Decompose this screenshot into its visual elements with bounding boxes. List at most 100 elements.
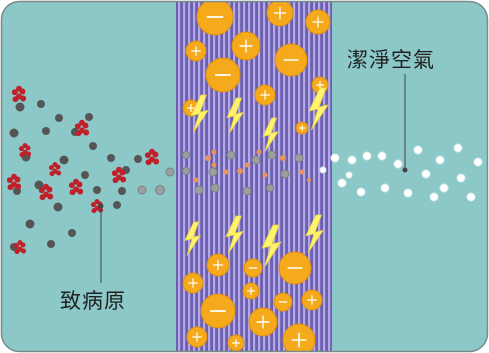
positive-ion-icon	[231, 31, 261, 61]
positive-ion-icon	[227, 334, 245, 352]
lightning-bolt-icon	[261, 224, 282, 268]
positive-ion-icon	[186, 326, 208, 348]
virus-cluster-icon	[111, 166, 127, 184]
positive-ion-icon	[254, 84, 276, 106]
neutralized-fragment	[211, 149, 217, 155]
bacteria-dot-icon	[25, 219, 35, 229]
neutralized-particle	[242, 186, 252, 196]
clean-air-particle	[473, 157, 483, 167]
lightning-bolt-icon	[305, 214, 324, 254]
positive-ion-icon	[185, 40, 207, 62]
clean-air-particle	[345, 171, 353, 179]
bacteria-dot-icon	[55, 114, 63, 122]
negative-ion-icon	[243, 258, 263, 278]
positive-ion-icon	[305, 9, 331, 35]
neutralized-fragment	[205, 155, 211, 161]
virus-cluster-icon	[11, 85, 27, 103]
neutralized-particle	[155, 185, 165, 195]
neutralized-fragment	[256, 149, 262, 155]
clean-air-particle	[421, 169, 431, 179]
bacteria-dot-icon	[118, 187, 126, 195]
bacteria-dot-icon	[15, 102, 25, 112]
clean-air-particle	[393, 159, 403, 169]
positive-ion-icon	[182, 272, 204, 294]
pathogen-label: 致病原	[60, 289, 126, 313]
positive-ion-icon	[282, 323, 316, 352]
positive-ion-icon	[266, 1, 294, 27]
clean-air-particle	[453, 143, 463, 153]
bacteria-dot-icon	[53, 202, 63, 212]
neutralized-particle	[280, 169, 290, 179]
particle-stream	[6, 85, 483, 255]
clean-air-particle	[377, 151, 387, 161]
virus-cluster-icon	[38, 183, 54, 201]
neutralized-particle	[267, 150, 277, 160]
bacteria-dot-icon	[34, 180, 44, 190]
pathogen-leader-line	[98, 203, 104, 283]
lightning-bolt-icon	[262, 117, 280, 152]
neutralized-particle	[208, 167, 218, 177]
negative-ion-icon	[200, 293, 236, 329]
bacteria-dot-icon	[37, 100, 45, 108]
clean-air-label: 潔淨空氣	[347, 48, 435, 72]
neutralized-fragment	[237, 168, 243, 174]
lightning-bolt-icon	[226, 97, 245, 134]
positive-ion-icon	[248, 307, 278, 337]
clean-air-particle	[413, 145, 423, 155]
lightning-bolt-icon	[308, 87, 329, 131]
neutralized-fragment	[223, 169, 229, 175]
clean-air-particle	[380, 183, 390, 193]
negative-ion-icon	[196, 1, 234, 36]
bacteria-dot-icon	[107, 154, 115, 162]
bacteria-dot-icon	[85, 113, 93, 121]
bacteria-dot-icon	[9, 128, 19, 138]
negative-ion-icon	[274, 43, 308, 77]
neutralized-fragment	[262, 172, 268, 178]
neutralized-particle	[182, 167, 190, 175]
neutralized-particle	[194, 185, 204, 195]
lightning-bolt-icon	[184, 221, 202, 256]
neutralized-fragment	[307, 178, 311, 182]
positive-ion-icon	[206, 253, 230, 277]
positive-ion-icon	[242, 282, 260, 300]
bacteria-dot-icon	[113, 201, 121, 209]
neutralized-particle	[182, 151, 190, 159]
virus-cluster-icon	[144, 148, 160, 166]
lightning-bolt-icon	[190, 94, 209, 134]
neutralized-fragment	[299, 169, 305, 175]
neutralized-particle	[226, 150, 236, 160]
neutralized-particle	[251, 155, 261, 165]
virus-cluster-icon	[18, 143, 32, 158]
neutralized-particle	[210, 183, 220, 193]
clean-air-particle	[347, 155, 357, 165]
bacteria-dot-icon	[89, 142, 97, 150]
bacteria-dot-icon	[59, 155, 69, 165]
bacteria-dot-icon	[47, 240, 55, 248]
virus-cluster-icon	[48, 162, 62, 177]
clean-air-particle	[319, 166, 327, 174]
clean-air-particle	[456, 173, 466, 183]
clean-air-particle	[337, 178, 347, 188]
virus-cluster-icon	[74, 119, 90, 137]
bacteria-dot-icon	[134, 155, 142, 163]
bacteria-dot-icon	[68, 229, 76, 237]
clean-air-particle	[439, 183, 449, 193]
neutralized-fragment	[193, 177, 199, 183]
neutralized-fragment	[211, 162, 217, 168]
neutralized-fragment	[280, 155, 286, 161]
lightning-bolt-icon	[225, 215, 244, 255]
clean-air-particle	[429, 192, 439, 202]
positive-ion-icon	[295, 121, 309, 135]
negative-ion-icon	[205, 57, 241, 93]
bacteria-dot-icon	[42, 127, 50, 135]
negative-ion-icon	[273, 292, 293, 312]
neutralized-fragment	[244, 162, 250, 168]
clean-air-particle	[356, 187, 366, 197]
clean-air-particle	[435, 155, 445, 165]
neutralized-particle	[294, 153, 304, 163]
clean-air-particle	[466, 192, 476, 202]
virus-cluster-icon	[6, 173, 22, 191]
bacteria-dot-icon	[81, 171, 89, 179]
